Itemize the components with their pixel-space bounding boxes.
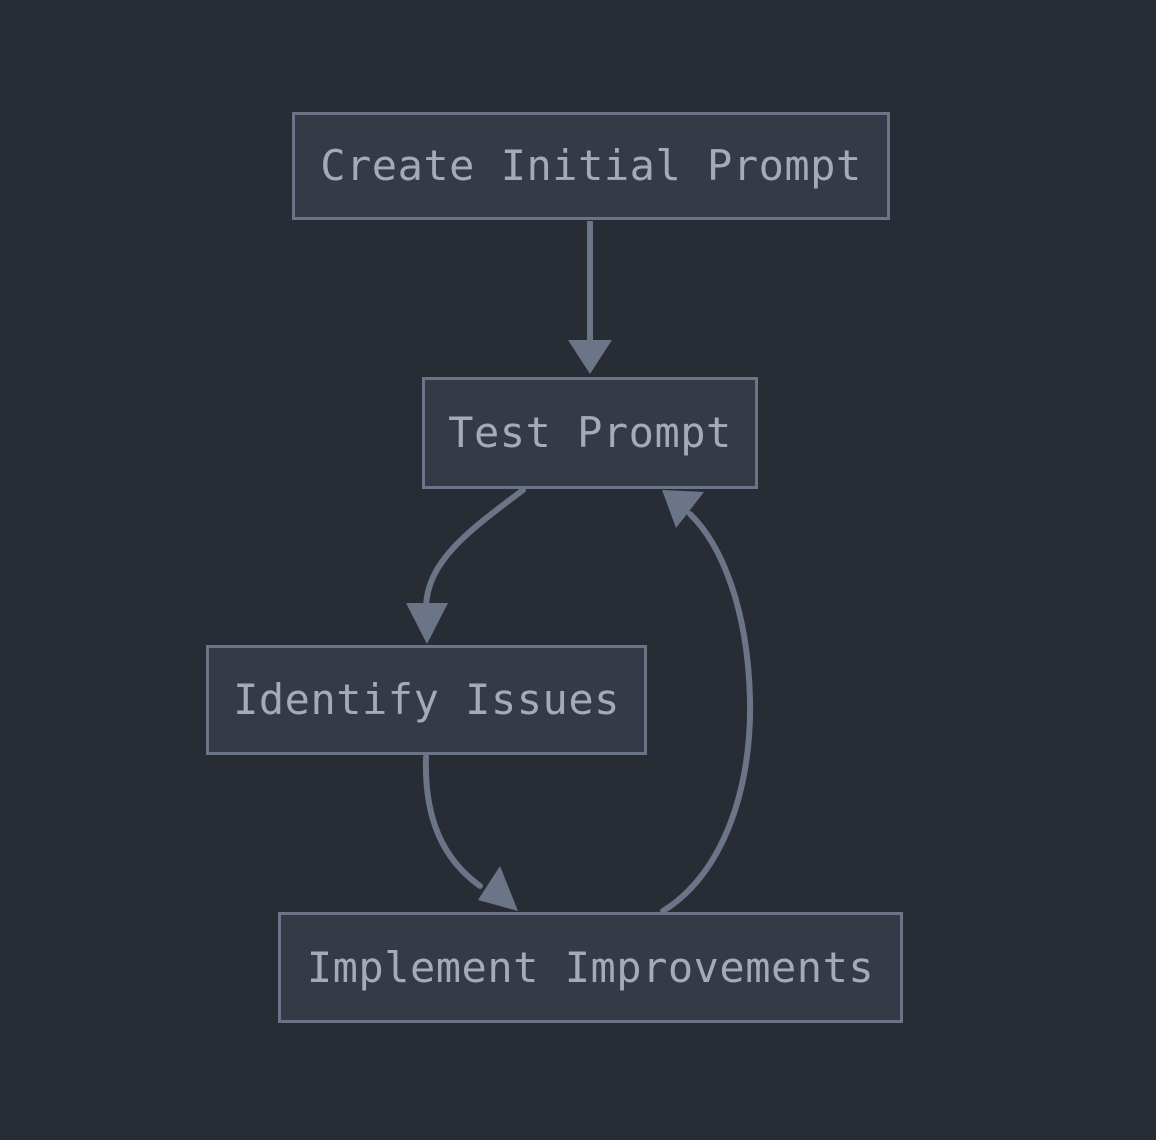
node-implement-improvements[interactable]: Implement Improvements	[278, 912, 903, 1023]
node-test-prompt[interactable]: Test Prompt	[422, 377, 758, 489]
node-label: Identify Issues	[233, 675, 620, 724]
node-label: Create Initial Prompt	[320, 141, 862, 190]
node-label: Test Prompt	[448, 408, 732, 457]
node-identify-issues[interactable]: Identify Issues	[206, 645, 647, 755]
edge-create-to-test	[568, 221, 612, 374]
edge-identify-to-implement	[422, 754, 518, 911]
node-label: Implement Improvements	[306, 942, 875, 992]
node-create-initial-prompt[interactable]: Create Initial Prompt	[292, 112, 890, 220]
edge-test-to-identify	[406, 487, 526, 644]
edge-implement-to-test	[660, 490, 754, 914]
